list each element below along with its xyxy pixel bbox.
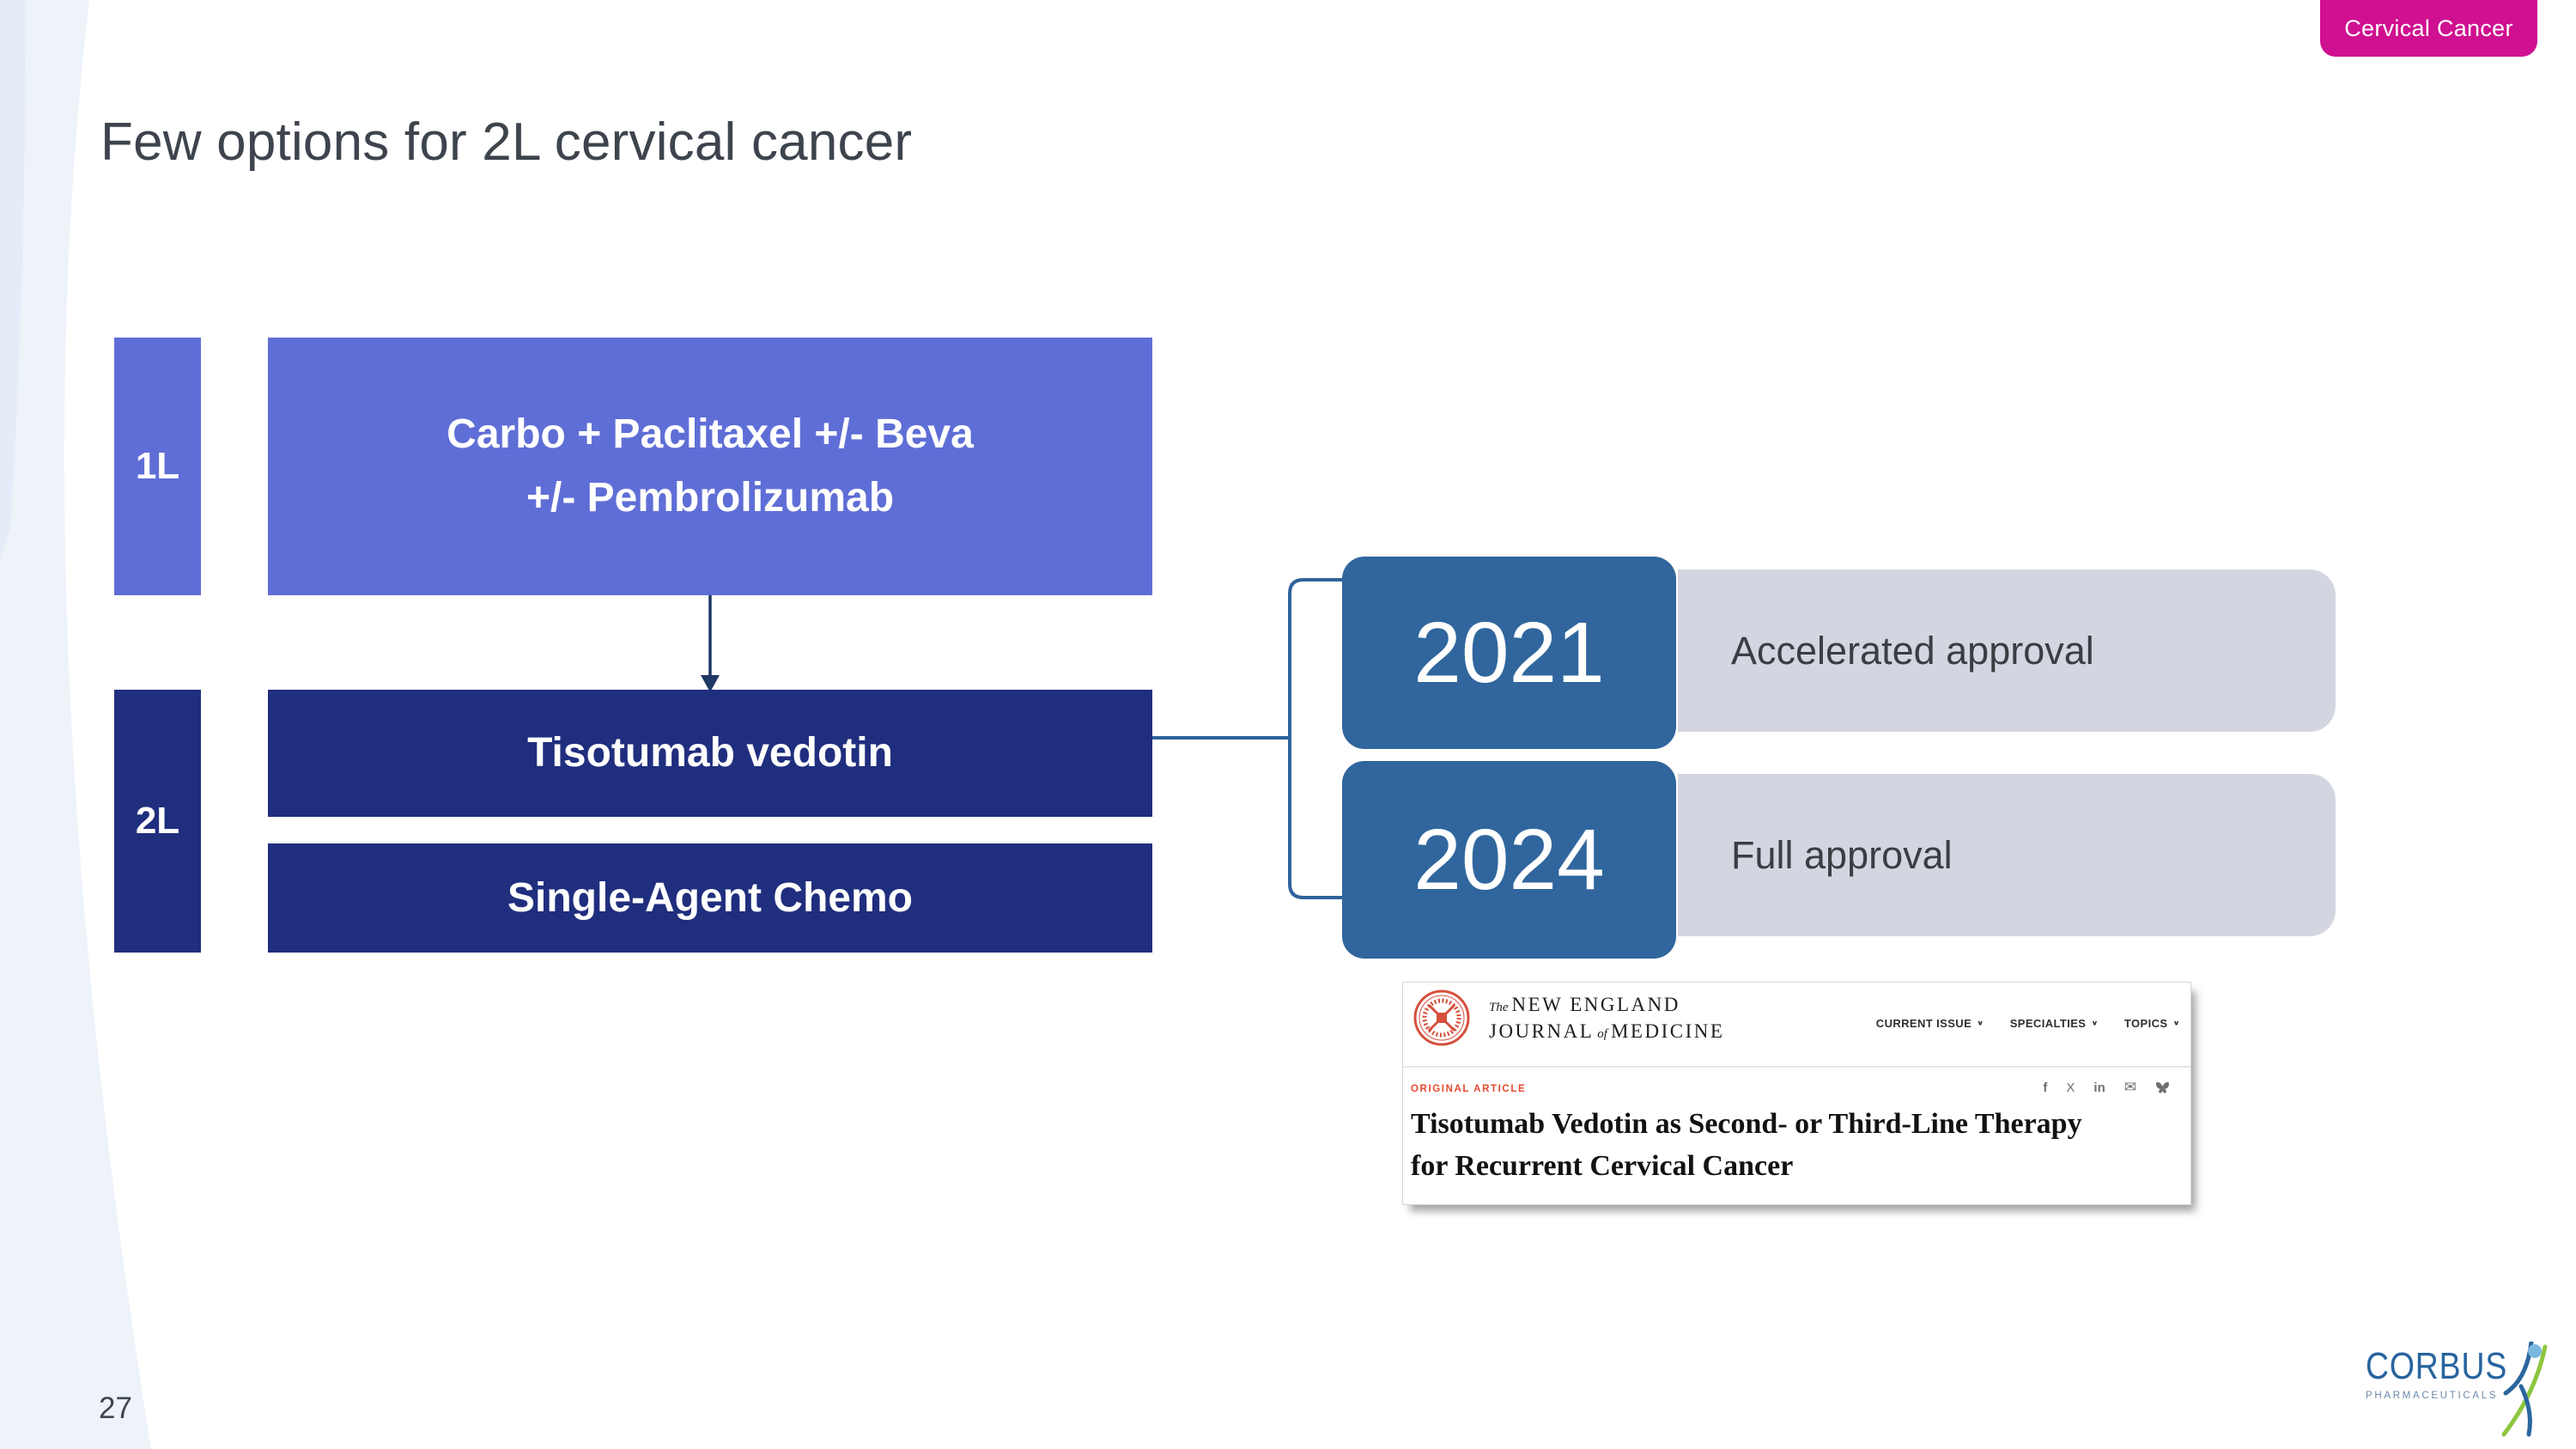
masthead-medicine: MEDICINE bbox=[1610, 1020, 1725, 1042]
nejm-seal-icon bbox=[1413, 989, 1470, 1046]
treatment-1l-line2: +/- Pembrolizumab bbox=[526, 475, 895, 521]
masthead-new-england: NEW ENGLAND bbox=[1511, 994, 1680, 1015]
article-title: Tisotumab Vedotin as Second- or Third-Li… bbox=[1411, 1103, 2082, 1187]
chevron-down-icon: ∨ bbox=[2172, 1020, 2180, 1027]
nav-topics[interactable]: TOPICS ∨ bbox=[2123, 1017, 2180, 1030]
timeline-year-2021-label: 2021 bbox=[1413, 604, 1605, 701]
chevron-down-icon: ∨ bbox=[2091, 1020, 2099, 1027]
page-number: 27 bbox=[99, 1391, 132, 1425]
line-1l-label: 1L bbox=[135, 445, 180, 487]
masthead-the: The bbox=[1489, 1001, 1509, 1014]
topic-badge-label: Cervical Cancer bbox=[2344, 15, 2513, 41]
treatment-chemo-label: Single-Agent Chemo bbox=[507, 874, 913, 921]
line-1l-label-box: 1L bbox=[114, 338, 201, 595]
timeline-note-accelerated-approval: Accelerated approval bbox=[1678, 569, 2336, 732]
treatment-box-tisotumab: Tisotumab vedotin bbox=[268, 690, 1152, 817]
corbus-logo: CORBUS PHARMACEUTICALS bbox=[2366, 1342, 2563, 1441]
nav-specialties[interactable]: SPECIALTIES ∨ bbox=[2009, 1017, 2099, 1030]
nejm-header-divider bbox=[1403, 1066, 2190, 1068]
x-icon[interactable]: X bbox=[2066, 1080, 2075, 1095]
treatment-tisotumab-label: Tisotumab vedotin bbox=[527, 730, 893, 776]
nejm-article-clipping: The NEW ENGLAND JOURNAL of MEDICINE CURR… bbox=[1402, 982, 2191, 1205]
article-title-line1: Tisotumab Vedotin as Second- or Third-Li… bbox=[1411, 1108, 2082, 1140]
treatment-1l-line1: Carbo + Paclitaxel +/- Beva bbox=[447, 411, 974, 457]
masthead-journal: JOURNAL bbox=[1489, 1020, 1595, 1042]
treatment-box-1l: Carbo + Paclitaxel +/- Beva +/- Pembroli… bbox=[268, 338, 1152, 595]
timeline-year-2024: 2024 bbox=[1342, 761, 1676, 959]
corbus-figure-icon bbox=[2501, 1342, 2548, 1437]
topic-badge: Cervical Cancer bbox=[2320, 0, 2537, 57]
nav-current-issue[interactable]: CURRENT ISSUE ∨ bbox=[1875, 1017, 1984, 1030]
left-curve-shape-inner bbox=[0, 0, 26, 558]
nejm-masthead: The NEW ENGLAND JOURNAL of MEDICINE bbox=[1489, 993, 1724, 1046]
original-article-kicker: ORIGINAL ARTICLE bbox=[1411, 1084, 1527, 1094]
linkedin-icon[interactable]: in bbox=[2093, 1080, 2105, 1095]
line-2l-label: 2L bbox=[135, 800, 180, 842]
line-2l-label-box: 2L bbox=[114, 690, 201, 953]
article-title-line2: for Recurrent Cervical Cancer bbox=[1411, 1150, 1794, 1182]
timeline-note-full-approval: Full approval bbox=[1678, 774, 2336, 936]
facebook-icon[interactable]: f bbox=[2043, 1080, 2048, 1095]
timeline-note-2-label: Full approval bbox=[1731, 832, 1953, 877]
chevron-down-icon: ∨ bbox=[1977, 1020, 1984, 1027]
share-icons: f X in ✉ bbox=[2043, 1079, 2170, 1096]
email-icon[interactable]: ✉ bbox=[2123, 1079, 2136, 1095]
corbus-logo-name: CORBUS bbox=[2366, 1345, 2508, 1387]
timeline-year-2021: 2021 bbox=[1342, 557, 1676, 749]
nejm-nav: CURRENT ISSUE ∨ SPECIALTIES ∨ TOPICS ∨ bbox=[1876, 1017, 2180, 1030]
treatment-box-single-agent-chemo: Single-Agent Chemo bbox=[268, 843, 1152, 953]
corbus-logo-subtitle: PHARMACEUTICALS bbox=[2366, 1391, 2499, 1401]
masthead-of: of bbox=[1597, 1027, 1607, 1041]
bluesky-icon[interactable] bbox=[2155, 1081, 2170, 1094]
timeline-year-2024-label: 2024 bbox=[1413, 811, 1605, 908]
timeline-note-1-label: Accelerated approval bbox=[1731, 628, 2094, 673]
page-title: Few options for 2L cervical cancer bbox=[100, 113, 913, 172]
